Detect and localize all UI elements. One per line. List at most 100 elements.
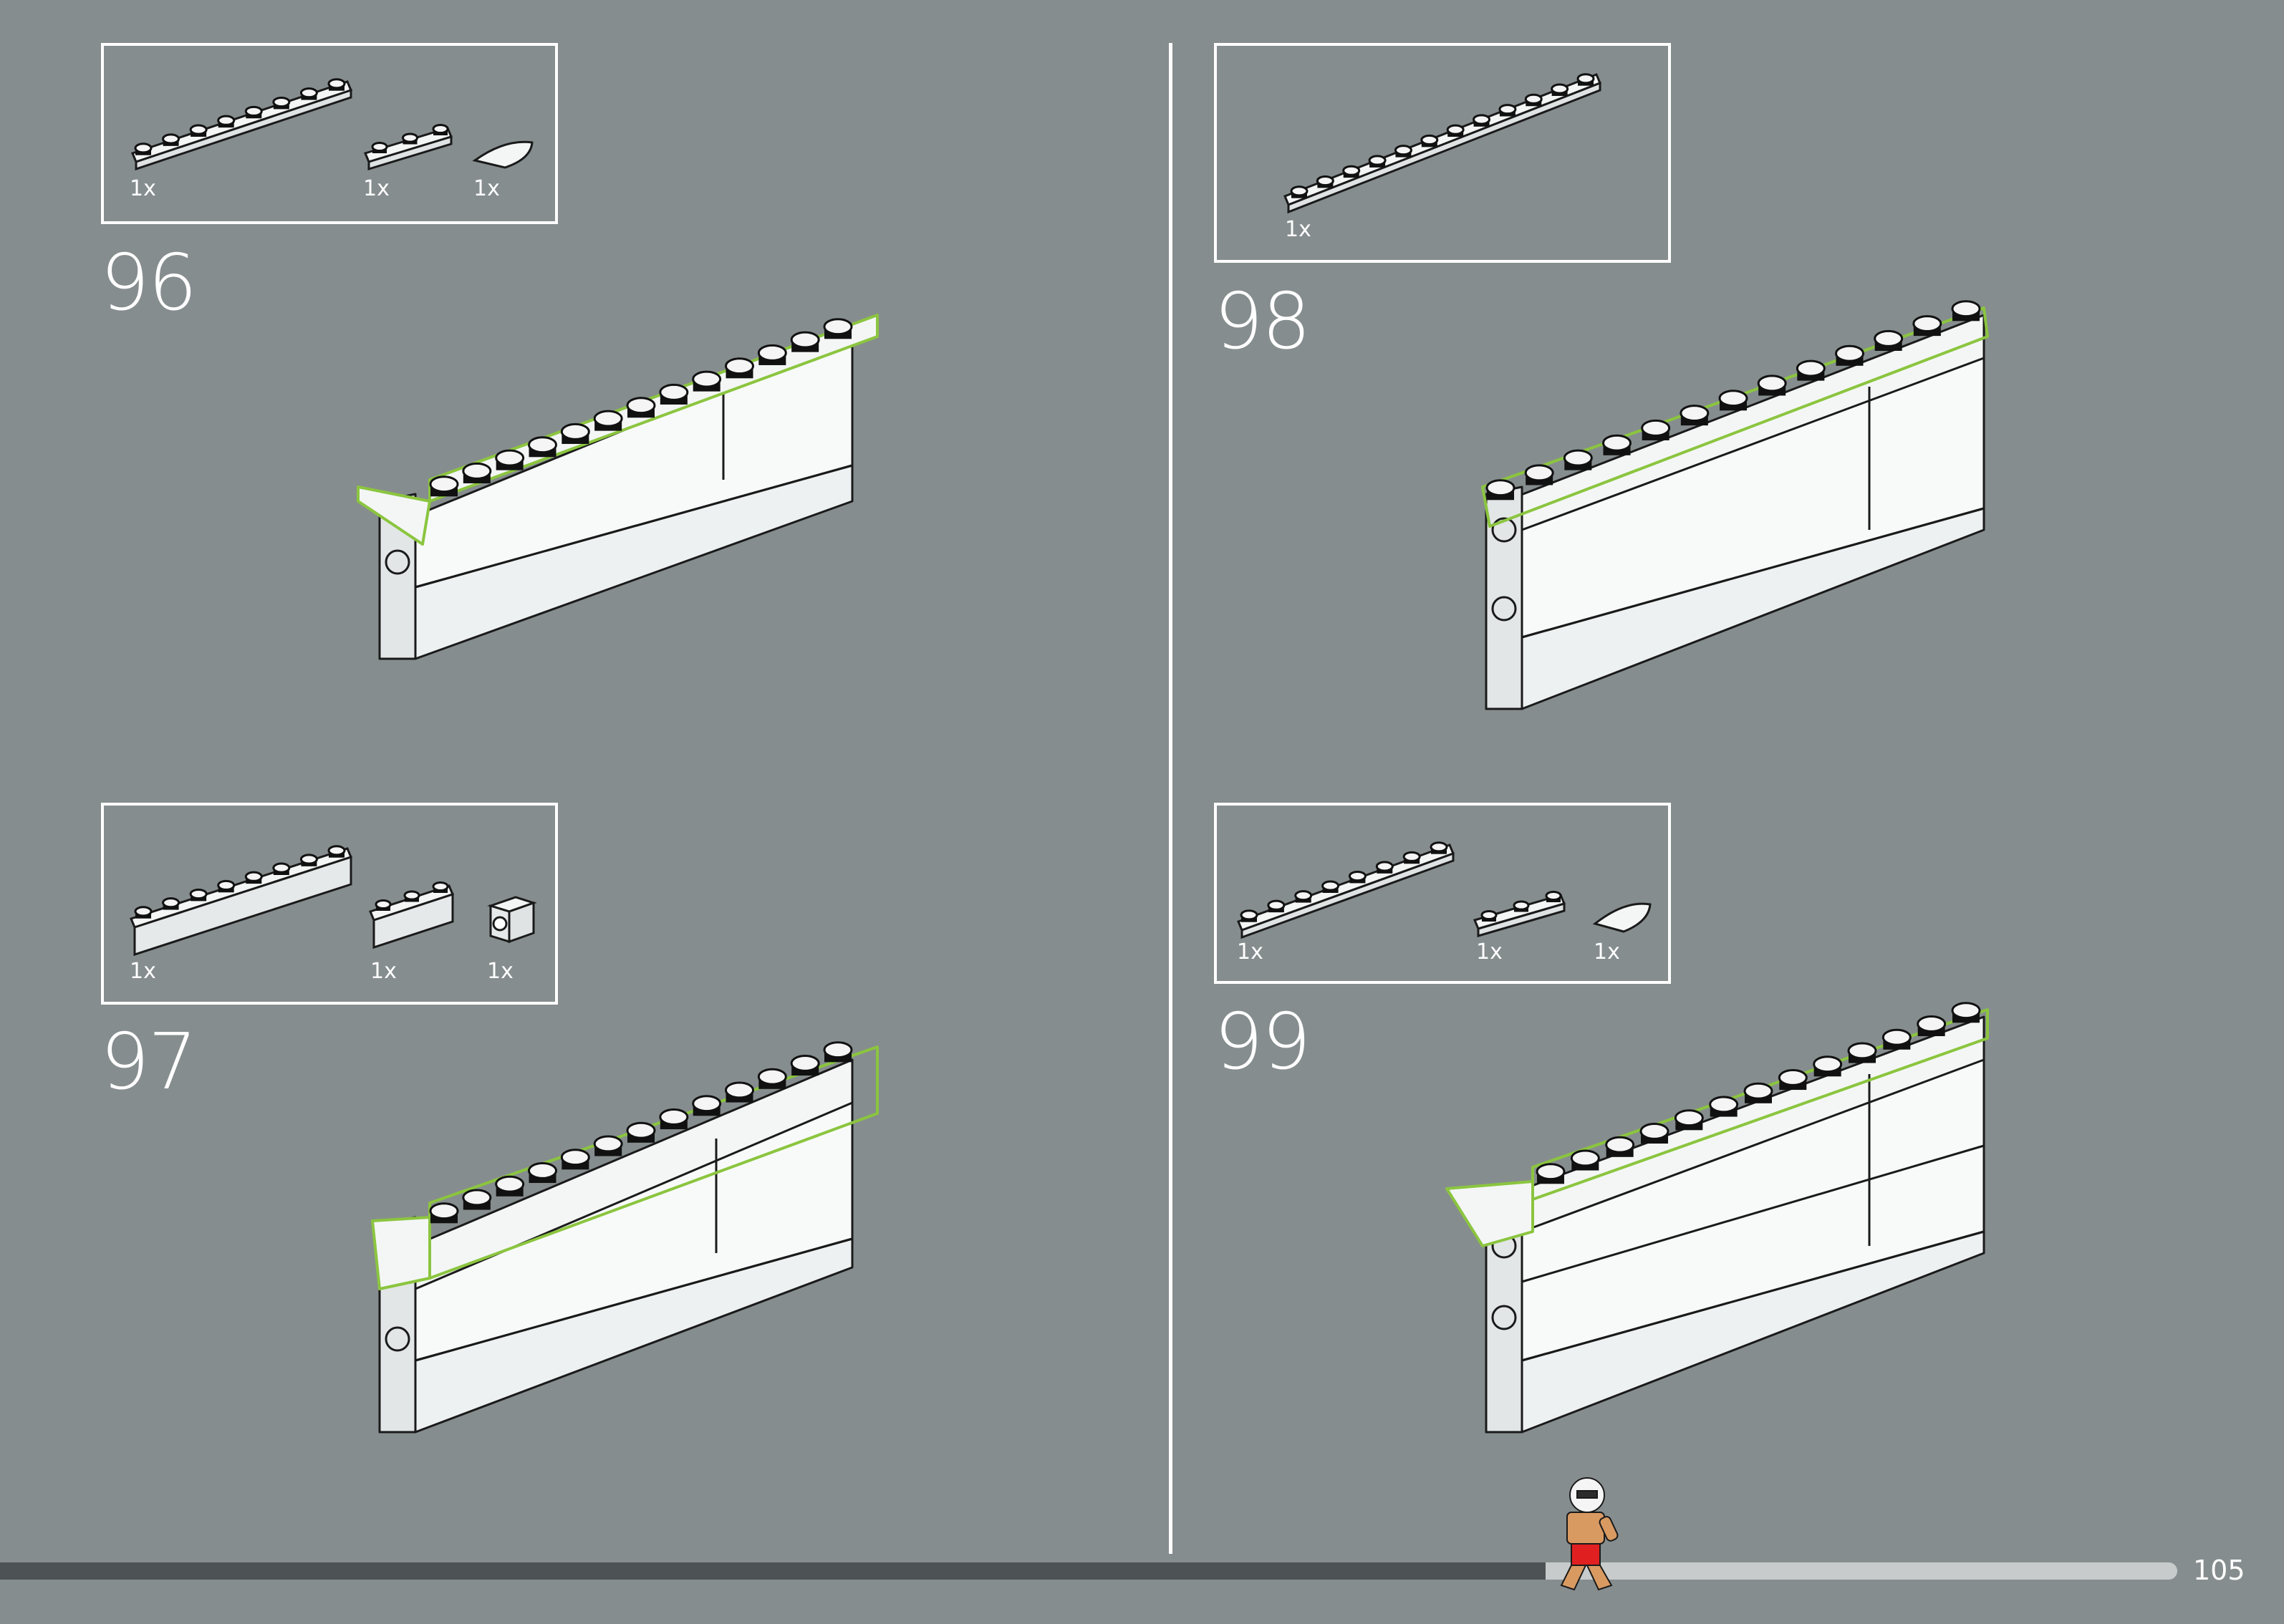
stud xyxy=(1642,420,1669,435)
stud xyxy=(1797,361,1824,376)
part-quantity: 1x xyxy=(1237,942,1263,963)
part-quantity: 1x xyxy=(487,961,514,982)
stud xyxy=(218,881,234,889)
stud xyxy=(329,79,344,88)
parts-callout-step-96: 1x 1x 1x xyxy=(101,43,558,224)
step-number: 98 xyxy=(1214,284,1309,361)
parts-callout-step-97: 1x 1x 1x xyxy=(101,803,558,1005)
assembly-illustration-step-98 xyxy=(1447,294,1991,723)
stud xyxy=(1514,902,1528,909)
stud xyxy=(791,1056,819,1071)
wedge-plate-icon xyxy=(475,142,532,168)
stud xyxy=(1323,881,1339,890)
stud xyxy=(1720,391,1747,406)
stud xyxy=(1268,901,1284,909)
stud xyxy=(726,1083,753,1098)
stud xyxy=(1291,187,1307,195)
stud xyxy=(1369,156,1385,165)
stud xyxy=(1526,95,1541,103)
step-number: 97 xyxy=(100,1024,196,1101)
stud xyxy=(1875,331,1902,346)
assembly-illustration-step-99 xyxy=(1447,1002,1991,1432)
stud xyxy=(1641,1124,1668,1139)
stud xyxy=(1710,1097,1738,1112)
assembly-illustration-step-97 xyxy=(337,1031,881,1446)
part-quantity: 1x xyxy=(1594,942,1620,963)
stud xyxy=(135,907,151,916)
progress-bar-fill xyxy=(0,1562,1546,1580)
stud xyxy=(329,846,344,855)
stud xyxy=(1447,125,1463,134)
plate-1x8-icon xyxy=(1238,845,1453,937)
progress-bar xyxy=(0,1562,2177,1580)
stud xyxy=(824,319,852,334)
stud xyxy=(163,135,179,143)
stud xyxy=(463,1190,491,1205)
stud xyxy=(1571,1151,1599,1166)
stud xyxy=(1296,891,1311,900)
stud xyxy=(1546,892,1561,900)
stud xyxy=(1681,406,1708,421)
page-divider xyxy=(1169,43,1172,1554)
stud xyxy=(1317,176,1333,185)
stud xyxy=(1914,316,1941,332)
stud xyxy=(405,891,419,899)
stud xyxy=(1758,376,1786,391)
stud xyxy=(496,1176,524,1192)
stud xyxy=(274,864,289,872)
stud xyxy=(562,1150,589,1165)
stud xyxy=(1500,105,1516,114)
stud xyxy=(1422,135,1437,144)
stud xyxy=(529,1164,556,1179)
parts-callout-step-98: 1x xyxy=(1214,43,1671,263)
stud xyxy=(191,889,206,898)
stud xyxy=(496,450,524,465)
stud xyxy=(1849,1043,1876,1058)
part-quantity: 1x xyxy=(370,961,397,982)
stormtrooper-minifig-icon xyxy=(1546,1475,1624,1597)
part-quantity: 1x xyxy=(130,961,156,982)
stud xyxy=(1564,450,1591,465)
stud xyxy=(1537,1164,1564,1179)
stud xyxy=(529,438,556,453)
stud xyxy=(1482,912,1496,919)
stud xyxy=(191,125,206,134)
stud xyxy=(1474,115,1490,124)
stud xyxy=(824,1043,852,1058)
stud xyxy=(1779,1070,1806,1086)
stud xyxy=(660,385,688,400)
stud xyxy=(1578,74,1594,83)
stud xyxy=(627,398,655,413)
stud xyxy=(1377,862,1392,871)
stud xyxy=(1952,301,1980,316)
stud xyxy=(1952,1003,1980,1018)
page-number: 105 xyxy=(2193,1556,2245,1585)
stud xyxy=(246,872,261,881)
stud xyxy=(1675,1111,1702,1126)
stud xyxy=(1814,1057,1841,1072)
step-number: 96 xyxy=(100,245,196,322)
stud xyxy=(246,107,261,115)
stud xyxy=(274,97,289,106)
stud xyxy=(758,1069,786,1084)
stud xyxy=(430,1204,458,1219)
stud xyxy=(1606,1137,1634,1152)
stud xyxy=(726,359,753,374)
stud xyxy=(1552,84,1568,93)
stud xyxy=(135,144,151,153)
stud xyxy=(1349,871,1365,880)
stud xyxy=(376,901,390,909)
stud xyxy=(1918,1017,1945,1032)
stud xyxy=(562,424,589,439)
stud xyxy=(163,899,179,907)
brick-1x1-with-hole-icon xyxy=(491,897,534,942)
plate-1x8-icon xyxy=(132,82,351,169)
stud xyxy=(433,883,448,891)
stud xyxy=(758,345,786,360)
stud xyxy=(594,1136,622,1151)
stud xyxy=(627,1123,655,1138)
stud xyxy=(1745,1083,1772,1098)
stud xyxy=(1487,480,1514,496)
stud xyxy=(693,1096,721,1111)
stud xyxy=(372,143,387,151)
